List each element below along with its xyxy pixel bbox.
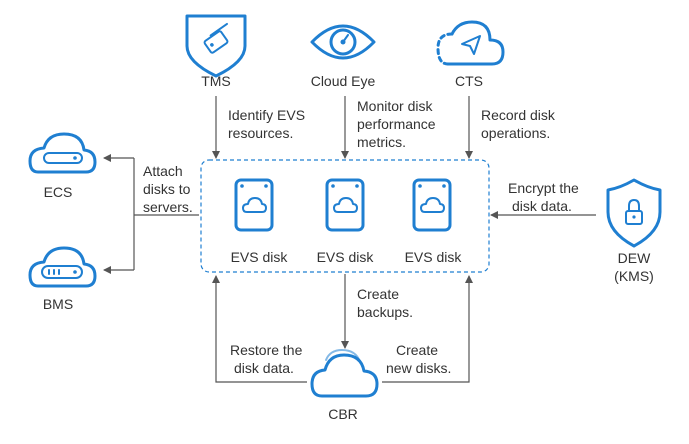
cts-edge-label-2: operations.: [481, 125, 550, 141]
attach-edge-label-1: Attach: [143, 163, 183, 179]
restore-edge-label-1: Restore the: [230, 342, 303, 358]
tag-shield-icon: [185, 14, 247, 78]
tms-label: TMS: [201, 73, 231, 89]
dew-label: DEW: [618, 250, 651, 266]
new-disks-edge-label-1: Create: [396, 342, 438, 358]
attach-edge-label-3: servers.: [143, 199, 193, 215]
lock-shield-icon: [606, 178, 662, 248]
backup-edge-label-1: Create: [357, 286, 399, 302]
new-disks-edge-label-2: new disks.: [386, 360, 451, 376]
backup-edge-label-2: backups.: [357, 304, 413, 320]
cts-edge-label-1: Record disk: [481, 107, 556, 123]
evs-disk-3: EVS disk: [405, 178, 463, 265]
dew-edge-label-2: disk data.: [512, 198, 572, 214]
new-disks-arrow: [382, 275, 473, 383]
eye-gauge-icon: [310, 24, 376, 60]
dew-label-sub: (KMS): [614, 268, 654, 284]
evs-disk-label: EVS disk: [231, 249, 289, 265]
cts-label: CTS: [455, 73, 483, 89]
cloud-icon: [310, 349, 379, 398]
server-cloud-icon: [28, 132, 97, 174]
evs-disk-label: EVS disk: [317, 249, 375, 265]
evs-disk-1: EVS disk: [231, 178, 289, 265]
tms-edge-label-2: resources.: [228, 125, 293, 141]
bare-metal-server-icon: [28, 246, 97, 288]
tms-edge-label-1: Identify EVS: [228, 107, 305, 123]
evs-group-box: [200, 159, 490, 273]
disk-icon: [325, 178, 365, 232]
disk-icon: [234, 178, 274, 232]
cloud-eye-edge-label-1: Monitor disk: [357, 98, 433, 114]
restore-edge-label-2: disk data.: [234, 360, 294, 376]
restore-arrow: [212, 275, 307, 383]
ecs-label: ECS: [44, 184, 73, 200]
dew-edge-label-1: Encrypt the: [508, 180, 579, 196]
evs-disk-label: EVS disk: [405, 249, 463, 265]
cbr-label: CBR: [328, 406, 358, 422]
cloud-eye-label: Cloud Eye: [311, 73, 376, 89]
evs-disk-2: EVS disk: [317, 178, 375, 265]
attach-edge-label-2: disks to: [143, 181, 191, 197]
bms-label: BMS: [43, 296, 73, 312]
cloud-send-icon: [436, 20, 505, 66]
cloud-eye-edge-label-2: performance: [357, 116, 436, 132]
cloud-eye-edge-label-3: metrics.: [357, 134, 406, 150]
disk-icon: [412, 178, 452, 232]
